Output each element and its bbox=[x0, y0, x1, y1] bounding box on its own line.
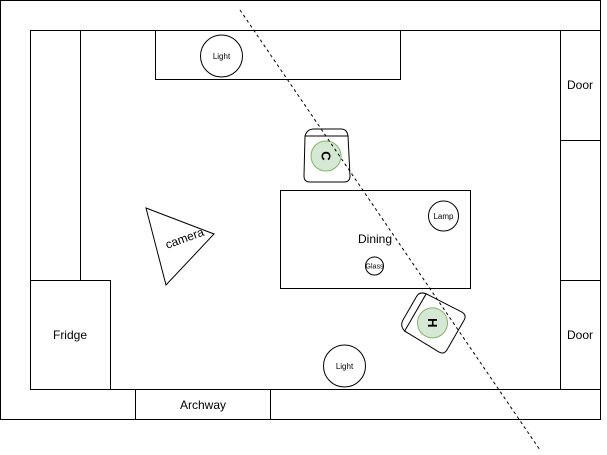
chair-h[interactable]: H bbox=[398, 289, 467, 355]
archway[interactable] bbox=[135, 389, 271, 420]
dining-label: Dining bbox=[358, 232, 392, 246]
door-top[interactable] bbox=[560, 30, 601, 141]
right-wall-segment bbox=[560, 140, 601, 281]
camera-icon bbox=[145, 207, 215, 287]
glass-label: Glass bbox=[366, 264, 384, 271]
person-h-label: H bbox=[425, 318, 440, 327]
door-bottom-label: Door bbox=[567, 328, 593, 342]
light-top[interactable] bbox=[200, 34, 243, 78]
top-counter bbox=[155, 30, 401, 80]
archway-label: Archway bbox=[180, 398, 226, 412]
glass[interactable] bbox=[365, 256, 384, 276]
person-h-icon bbox=[417, 307, 448, 339]
left-cabinet bbox=[30, 30, 81, 281]
camera[interactable]: camera bbox=[145, 207, 215, 287]
light-bottom[interactable] bbox=[323, 344, 366, 388]
sight-line bbox=[239, 9, 541, 451]
light-top-label: Light bbox=[213, 52, 231, 61]
chair-c[interactable]: C bbox=[303, 128, 351, 183]
person-c-icon bbox=[310, 140, 342, 172]
door-bottom[interactable] bbox=[560, 280, 601, 390]
lamp-label: Lamp bbox=[433, 212, 454, 221]
fridge-label: Fridge bbox=[53, 328, 87, 342]
fridge[interactable] bbox=[30, 280, 111, 390]
door-top-label: Door bbox=[567, 78, 593, 92]
person-c-label: C bbox=[319, 151, 334, 161]
lamp[interactable] bbox=[428, 200, 459, 232]
light-bottom-label: Light bbox=[336, 362, 354, 371]
